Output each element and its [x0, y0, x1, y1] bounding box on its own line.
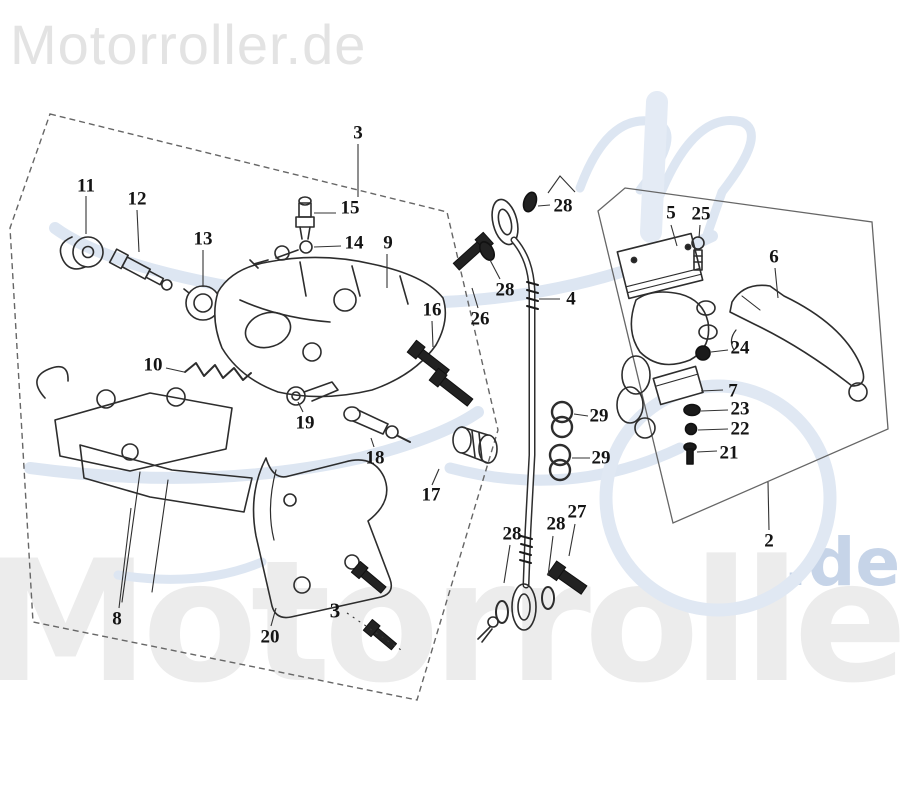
callout-6: 6: [769, 246, 779, 268]
callout-22: 22: [730, 418, 750, 440]
callout-3-top: 3: [353, 122, 363, 144]
callout-17: 17: [421, 484, 441, 506]
callout-5: 5: [666, 202, 676, 224]
callout-23: 23: [730, 398, 750, 420]
part-28-washer-bottom-left: [495, 600, 509, 624]
part-22-washer: [684, 422, 698, 436]
callout-28-mid: 28: [495, 279, 515, 301]
callout-28-bottom-right: 28: [546, 513, 566, 535]
part-19-pad-pin: [286, 381, 339, 406]
callout-10: 10: [143, 354, 163, 376]
callout-11: 11: [77, 175, 95, 197]
part-21-screw: [683, 442, 697, 465]
callout-21: 21: [719, 442, 739, 464]
watermark-brand-bottom: Motorroller: [0, 538, 900, 708]
callout-24: 24: [730, 337, 750, 359]
callout-9: 9: [383, 232, 393, 254]
callout-14: 14: [344, 232, 364, 254]
part-14-fitting: [275, 240, 313, 259]
part-29-grommets-upper: [550, 400, 574, 439]
callout-2: 2: [764, 530, 774, 552]
callout-leader-lines: [85, 144, 779, 653]
part-28-washer-bottom-right: [541, 586, 555, 610]
callout-28-top: 28: [553, 195, 573, 217]
part-15-bleeder-valve: [295, 196, 315, 240]
watermark-brand-top: Motorroller.de: [10, 13, 367, 76]
part-28-washer-upper-left: [478, 241, 496, 261]
callout-28-bottom-left: 28: [502, 523, 522, 545]
part-6-brake-lever: [729, 284, 868, 402]
part-11-cap: [59, 236, 104, 270]
callout-29-lower: 29: [591, 447, 611, 469]
part-23-washer: [683, 403, 701, 417]
callout-8: 8: [112, 608, 122, 630]
callout-4: 4: [566, 288, 576, 310]
part-25-reservoir-screw: [691, 236, 705, 271]
part-10-pad-spring: [184, 362, 252, 381]
part-5-master-cylinder: [616, 232, 718, 439]
part-17-bushing: [452, 426, 498, 464]
part-16-caliper-bolts: [406, 339, 474, 407]
callout-12: 12: [127, 188, 147, 210]
callout-13: 13: [193, 228, 213, 250]
right-panel-frame: [597, 187, 889, 524]
part-8-brake-pads: [36, 365, 253, 603]
part-retaining-clip: [477, 616, 499, 643]
part-7-bracket: [652, 365, 704, 406]
part-28-washer-top: [522, 191, 538, 213]
part-29-grommets-lower: [548, 443, 572, 482]
part-20-caliper-bracket: [252, 457, 393, 619]
callout-26: 26: [470, 308, 490, 330]
part-4-brake-hose: [491, 198, 539, 631]
left-panel-frame: [9, 113, 499, 701]
callout-27: 27: [567, 501, 587, 523]
callout-29-upper: 29: [589, 405, 609, 427]
part-9-brake-caliper-body: [214, 245, 447, 398]
callout-3-bottom: 3: [329, 598, 341, 623]
callout-19: 19: [295, 412, 315, 434]
callout-16: 16: [422, 299, 442, 321]
part-27-banjo-bolt-bottom: [546, 560, 588, 595]
part-12-valve: [108, 248, 173, 291]
callout-7: 7: [728, 380, 738, 402]
part-18-pin: [343, 406, 411, 443]
part-24-pivot-nut: [695, 345, 711, 361]
callout-15: 15: [340, 197, 360, 219]
part-3-mount-bolts: [350, 560, 397, 651]
callout-20: 20: [260, 626, 280, 648]
callout-18: 18: [365, 447, 385, 469]
callout-25: 25: [691, 203, 711, 225]
